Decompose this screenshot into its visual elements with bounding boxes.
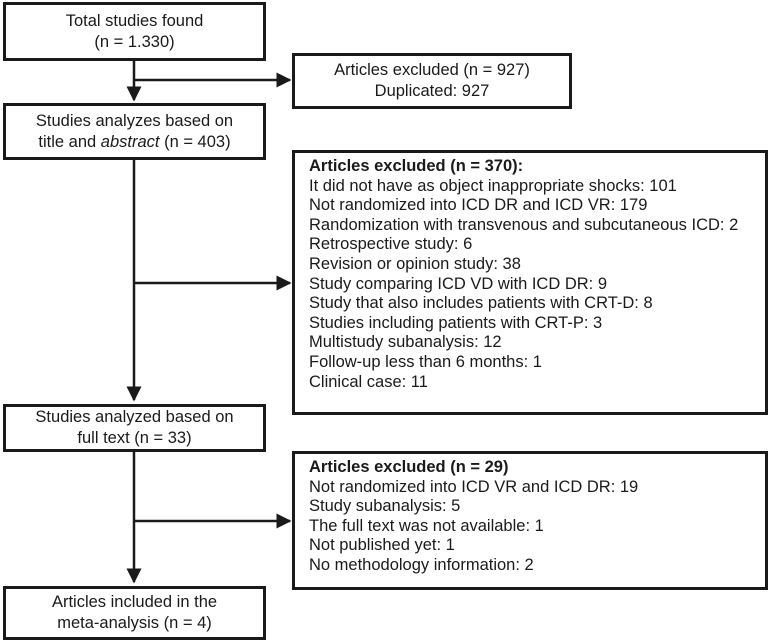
included-studies-box: Articles included in the meta-analysis (…	[3, 586, 266, 640]
excluded-370-item: Revision or opinion study: 38	[309, 254, 521, 273]
excluded-370-item: Randomization with transvenous and subcu…	[309, 215, 739, 234]
excluded-370-header: Articles excluded (n = 370):	[309, 157, 524, 175]
excluded-29-item: No methodology information: 2	[309, 555, 534, 574]
excluded-370-item: Retrospective study: 6	[309, 235, 473, 254]
full-text-line2: full text (n = 33)	[77, 429, 192, 447]
excluded-29-box: Articles excluded (n = 29) Not randomize…	[292, 451, 768, 590]
excluded-370-item: Clinical case: 11	[309, 372, 428, 391]
title-abstract-line2: title and abstract (n = 403)	[38, 132, 230, 153]
excluded-370-item: Study comparing ICD VD with ICD DR: 9	[309, 274, 608, 293]
excluded-29-item: Not published yet: 1	[309, 536, 455, 555]
total-studies-label: Total studies found	[65, 11, 204, 30]
included-line1: Articles included in the	[51, 593, 218, 611]
included-line2: meta-analysis (n = 4)	[57, 614, 212, 632]
duplicates-excluded-title: Articles excluded (n = 927)	[334, 61, 530, 79]
excluded-370-item: Follow-up less than 6 months: 1	[309, 352, 542, 371]
duplicates-excluded-detail: Duplicated: 927	[374, 82, 490, 100]
excluded-29-header: Articles excluded (n = 29)	[309, 458, 509, 476]
full-text-line1: Studies analyzed based on	[35, 408, 234, 426]
excluded-370-item: Studies including patients with CRT-P: 3	[309, 313, 603, 332]
excluded-370-item: Not randomized into ICD DR and ICD VR: 1…	[309, 196, 648, 215]
title-abstract-line1: Studies analyzes based on	[35, 111, 234, 130]
excluded-370-item: Study that also includes patients with C…	[309, 294, 653, 313]
excluded-370-item: It did not have as object inappropriate …	[309, 176, 677, 195]
title-abstract-screening-box: Studies analyzes based on title and abst…	[3, 103, 266, 160]
title-abstract-line2-pre: title and	[38, 132, 101, 151]
title-abstract-line2-em: abstract	[100, 132, 160, 151]
excluded-29-item: Study subanalysis: 5	[309, 497, 461, 516]
full-text-review-box: Studies analyzed based on full text (n =…	[3, 404, 266, 452]
duplicates-excluded-box: Articles excluded (n = 927) Duplicated: …	[292, 53, 572, 109]
excluded-29-item: The full text was not available: 1	[309, 516, 544, 535]
total-studies-count: (n = 1.330)	[94, 32, 175, 51]
title-abstract-line2-post: (n = 403)	[159, 132, 231, 151]
excluded-29-item: Not randomized into ICD VR and ICD DR: 1…	[309, 477, 639, 496]
excluded-370-box: Articles excluded (n = 370): It did not …	[292, 150, 768, 415]
total-studies-box: Total studies found (n = 1.330)	[3, 2, 266, 61]
excluded-370-item: Multistudy subanalysis: 12	[309, 333, 502, 352]
